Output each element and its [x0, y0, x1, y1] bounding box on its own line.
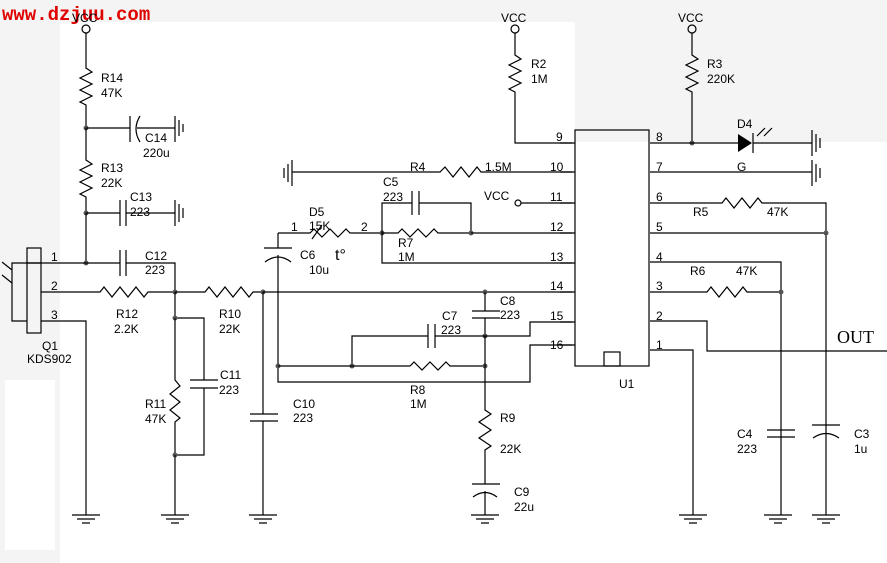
- u1-pin-16: 16: [550, 338, 564, 352]
- r2-ref: R2: [531, 57, 547, 71]
- out-label: OUT: [837, 327, 874, 347]
- d5-pin-1: 1: [291, 220, 298, 234]
- u1-ic: [560, 129, 650, 367]
- u1-pin-3: 3: [656, 279, 663, 293]
- r9-ref: R9: [500, 411, 516, 425]
- q1-pin-1: 1: [51, 250, 58, 264]
- r12-value: 2.2K: [114, 322, 139, 336]
- u1-pin-15: 15: [550, 309, 564, 323]
- r2-value: 1M: [531, 72, 548, 86]
- watermark: www.dzjuu.com: [2, 4, 150, 26]
- c8-value: 223: [500, 308, 520, 322]
- c11-value: 223: [219, 383, 239, 397]
- u1-pin-14: 14: [550, 279, 564, 293]
- u1-pin-8: 8: [656, 130, 663, 144]
- r14-ref: R14: [101, 71, 123, 85]
- c6-value: 10u: [309, 263, 329, 277]
- r6-value: 47K: [736, 264, 757, 278]
- u1-pin-10: 10: [550, 160, 564, 174]
- r13-ref: R13: [101, 161, 123, 175]
- u1-pin-9: 9: [556, 130, 563, 144]
- c4-value: 223: [737, 442, 757, 456]
- r7-ref: R7: [398, 236, 414, 250]
- net-g-label: G: [737, 160, 746, 174]
- q1-pin-2: 2: [51, 279, 58, 293]
- c4-ref: C4: [737, 427, 753, 441]
- r8-value: 1M: [410, 397, 427, 411]
- vcc-label: VCC: [678, 11, 704, 25]
- u1-pin-13: 13: [550, 250, 564, 264]
- c12-ref: C12: [145, 249, 167, 263]
- u1-pin-2: 2: [656, 309, 663, 323]
- c5-value: 223: [383, 190, 403, 204]
- c5-ref: C5: [383, 175, 399, 189]
- vcc-label: VCC: [501, 11, 527, 25]
- r10-value: 22K: [219, 322, 240, 336]
- c13-value: 223: [130, 205, 150, 219]
- u1-pin-5: 5: [656, 220, 663, 234]
- q1-value: KDS902: [27, 352, 72, 366]
- c9-ref: C9: [514, 485, 530, 499]
- r3-value: 220K: [707, 72, 735, 86]
- q1-ref: Q1: [42, 339, 58, 353]
- u1-pin-11: 11: [550, 190, 563, 204]
- r3-ref: R3: [707, 57, 723, 71]
- c3-value: 1u: [854, 442, 867, 456]
- c7-value: 223: [441, 323, 461, 337]
- d5-value: 15K: [309, 219, 330, 233]
- c8-ref: C8: [500, 294, 516, 308]
- thermistor-symbol: t°: [335, 247, 346, 264]
- c3-ref: C3: [854, 427, 870, 441]
- c14-value: 220u: [143, 146, 170, 160]
- c10-ref: C10: [293, 397, 315, 411]
- c7-ref: C7: [442, 309, 458, 323]
- d4-ref: D4: [737, 117, 753, 131]
- r4-ref: R4: [410, 160, 426, 174]
- c12-value: 223: [145, 263, 165, 277]
- r11-ref: R11: [145, 397, 166, 411]
- r5-ref: R5: [693, 205, 709, 219]
- r14-value: 47K: [101, 86, 122, 100]
- c13-ref: C13: [130, 190, 152, 204]
- u1-ref: U1: [619, 377, 635, 391]
- q1-pin-3: 3: [51, 308, 58, 322]
- c11-ref: C11: [220, 368, 241, 382]
- c9-value: 22u: [514, 500, 534, 514]
- r6-ref: R6: [690, 264, 706, 278]
- u1-pin-7: 7: [656, 160, 663, 174]
- u1-pin-4: 4: [656, 250, 663, 264]
- c10-value: 223: [293, 411, 313, 425]
- r4-value: 1.5M: [485, 160, 512, 174]
- c14-ref: C14: [145, 131, 167, 145]
- r7-value: 1M: [398, 250, 415, 264]
- q1-photodiode: [1, 247, 87, 515]
- r8-ref: R8: [410, 383, 426, 397]
- d5-ref: D5: [309, 205, 325, 219]
- vcc-label: VCC: [484, 189, 510, 203]
- r9-value: 22K: [500, 442, 521, 456]
- d5-pin-2: 2: [361, 220, 368, 234]
- u1-pin-6: 6: [656, 190, 663, 204]
- vcc-label: VCC: [72, 11, 98, 25]
- r11-value: 47K: [145, 412, 166, 426]
- r12-ref: R12: [116, 307, 138, 321]
- u1-pin-12: 12: [550, 220, 564, 234]
- r13-value: 22K: [101, 176, 122, 190]
- r5-value: 47K: [767, 205, 788, 219]
- c6-ref: C6: [300, 248, 316, 262]
- u1-pin-1: 1: [656, 338, 663, 352]
- r10-ref: R10: [219, 307, 241, 321]
